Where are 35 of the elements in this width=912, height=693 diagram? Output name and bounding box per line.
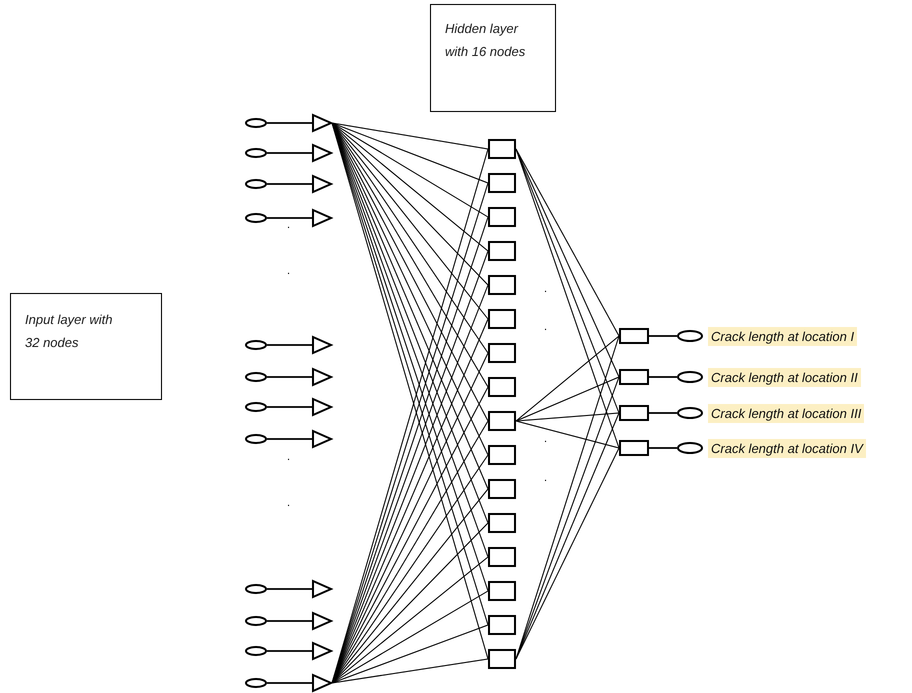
ellipsis-dot: . (544, 322, 548, 333)
connection-line (332, 556, 488, 684)
output-label: Crack length at location I (708, 327, 858, 346)
ellipsis-dot: . (544, 284, 548, 295)
ellipsis-dot: . (544, 473, 548, 484)
connection-line (332, 658, 488, 684)
connection-line (332, 122, 488, 184)
connection-line (332, 590, 488, 684)
connection-line (516, 420, 620, 448)
box-label: Input layer with 32 nodes (25, 311, 114, 352)
connection-line (332, 122, 488, 286)
ellipsis-dot: . (287, 220, 290, 231)
text-box (10, 293, 162, 400)
connection-line (516, 376, 620, 422)
ellipsis-dot: . (287, 452, 290, 463)
connection-line (649, 335, 677, 337)
connection-line (516, 148, 620, 336)
connection-line (332, 122, 488, 218)
connection-line (516, 412, 620, 422)
connection-line (332, 522, 488, 684)
text-box (430, 4, 556, 112)
output-label: Crack length at location II (708, 368, 861, 387)
connection-line (332, 624, 488, 684)
connection-line (332, 122, 488, 252)
box-label: Hidden layer with 16 nodes (445, 20, 526, 61)
connection-line (649, 447, 677, 449)
connection-line (649, 412, 677, 414)
output-label: Crack length at location III (708, 404, 864, 423)
ellipsis-dot: . (287, 498, 290, 509)
connection-line (516, 336, 620, 422)
connection-line (332, 122, 488, 150)
ellipsis-dot: . (287, 266, 290, 277)
output-label: Crack length at location IV (708, 439, 866, 458)
ellipsis-dot: . (544, 434, 548, 445)
connection-line (649, 376, 677, 378)
